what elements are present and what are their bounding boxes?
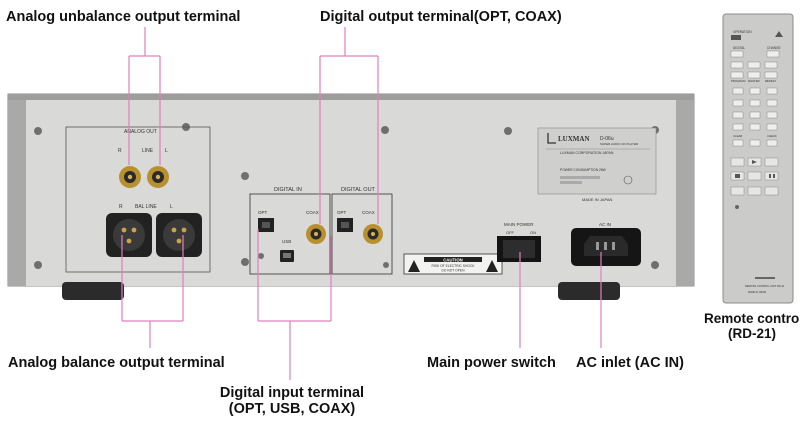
caution-label: CAUTION RISK OF ELECTRIC SHOCK DO NOT OP…	[403, 253, 503, 275]
rca-jack-left[interactable]	[147, 166, 169, 188]
callout-remote-line1: Remote control	[704, 311, 800, 326]
remote-digital-label: DIGITAL	[733, 46, 745, 50]
caution-sub: RISK OF ELECTRIC SHOCK	[431, 264, 475, 268]
label-l: L	[165, 148, 168, 154]
label-line: LINE	[142, 148, 154, 154]
chassis-left-side	[8, 100, 26, 286]
leader-lines	[121, 27, 602, 380]
usb-input-jack[interactable]	[280, 250, 294, 262]
coax-input-jack[interactable]	[306, 224, 326, 244]
digital-in-label: DIGITAL IN	[274, 187, 302, 193]
optical-output-jack[interactable]	[337, 218, 353, 232]
label-usb: USB	[282, 239, 291, 244]
label-r: R	[118, 148, 122, 154]
rca-jack-right[interactable]	[119, 166, 141, 188]
foot-right	[558, 282, 620, 300]
callout-remote: Remote control (RD-21)	[704, 311, 800, 341]
label-l2: L	[170, 204, 173, 210]
power-consumption-text: POWER CONSUMPTION 26W	[560, 168, 607, 172]
callout-digital-input-line2: (OPT, USB, COAX)	[228, 401, 356, 417]
analog-out-label: ANALOG OUT	[124, 129, 157, 135]
remote-control: OPERATION DIGITAL CHANGE PROGRAM MASTER …	[722, 13, 794, 304]
main-power-label: MAIN POWER	[504, 222, 534, 227]
remote-footer-label: REMOTE CONTROL UNIT RD-21	[745, 284, 785, 288]
caution-title: CAUTION	[443, 257, 463, 262]
digital-in-frame	[249, 193, 331, 275]
digital-out-frame	[331, 193, 393, 275]
chassis-right-side	[676, 100, 694, 286]
remote-number-keys	[732, 87, 778, 147]
remote-clear-label: CLEAR	[733, 134, 742, 138]
model-text: D-06u	[600, 136, 614, 142]
brand-text: LUXMAN	[558, 135, 590, 143]
callout-digital-input-line1: Digital input terminal	[219, 385, 365, 401]
switch-off-label: OFF	[506, 230, 515, 235]
remote-check-label: CHECK	[767, 134, 777, 138]
remote-made-label: MADE IN JAPAN	[748, 291, 766, 294]
model-label-plate: LUXMAN D-06u SUPER AUDIO CD PLAYER LUXMA…	[537, 127, 657, 195]
coax-output-jack[interactable]	[363, 224, 383, 244]
analog-out-frame	[65, 126, 211, 273]
ground-screw	[258, 253, 264, 259]
remote-change-label: CHANGE	[767, 46, 781, 50]
label-coax-out: COAX	[362, 210, 375, 215]
label-coax-in: COAX	[306, 210, 319, 215]
remote-program-label: PROGRAM	[731, 79, 746, 83]
label-opt-in: OPT	[258, 210, 268, 215]
label-bal-line: BAL LINE	[135, 204, 157, 210]
main-power-switch[interactable]	[497, 236, 541, 262]
caution-sub2: DO NOT OPEN	[441, 269, 465, 273]
remote-master-label: MASTER	[748, 79, 760, 83]
optical-input-jack[interactable]	[258, 218, 274, 232]
xlr-jack-right[interactable]	[106, 213, 152, 257]
ac-in-label: AC IN	[599, 222, 611, 227]
callout-remote-line2: (RD-21)	[727, 326, 776, 341]
label-r2: R	[119, 204, 123, 210]
callout-digital-input: Digital input terminal (OPT, USB, COAX)	[212, 385, 372, 417]
callout-analog-unbalance: Analog unbalance output terminal	[6, 9, 241, 25]
callout-ac-inlet: AC inlet (AC IN)	[576, 355, 684, 371]
made-in-japan-text: MADE IN JAPAN	[582, 197, 612, 202]
subtitle-text: SUPER AUDIO CD PLAYER	[600, 142, 639, 146]
switch-on-label: ON	[530, 230, 536, 235]
label-opt-out: OPT	[337, 210, 347, 215]
xlr-jack-left[interactable]	[156, 213, 202, 257]
remote-operation-label: OPERATION	[733, 30, 752, 34]
callout-main-power: Main power switch	[427, 355, 556, 371]
corporation-text: LUXMAN CORPORATION JAPAN	[560, 151, 614, 155]
foot-left	[62, 282, 124, 300]
remote-repeat-label: REPEAT	[765, 79, 776, 83]
chassis-top-edge	[8, 94, 694, 100]
ac-inlet[interactable]	[571, 228, 641, 266]
digital-out-label: DIGITAL OUT	[341, 187, 376, 193]
callout-analog-balance: Analog balance output terminal	[8, 355, 225, 371]
callout-digital-output: Digital output terminal(OPT, COAX)	[320, 9, 562, 25]
